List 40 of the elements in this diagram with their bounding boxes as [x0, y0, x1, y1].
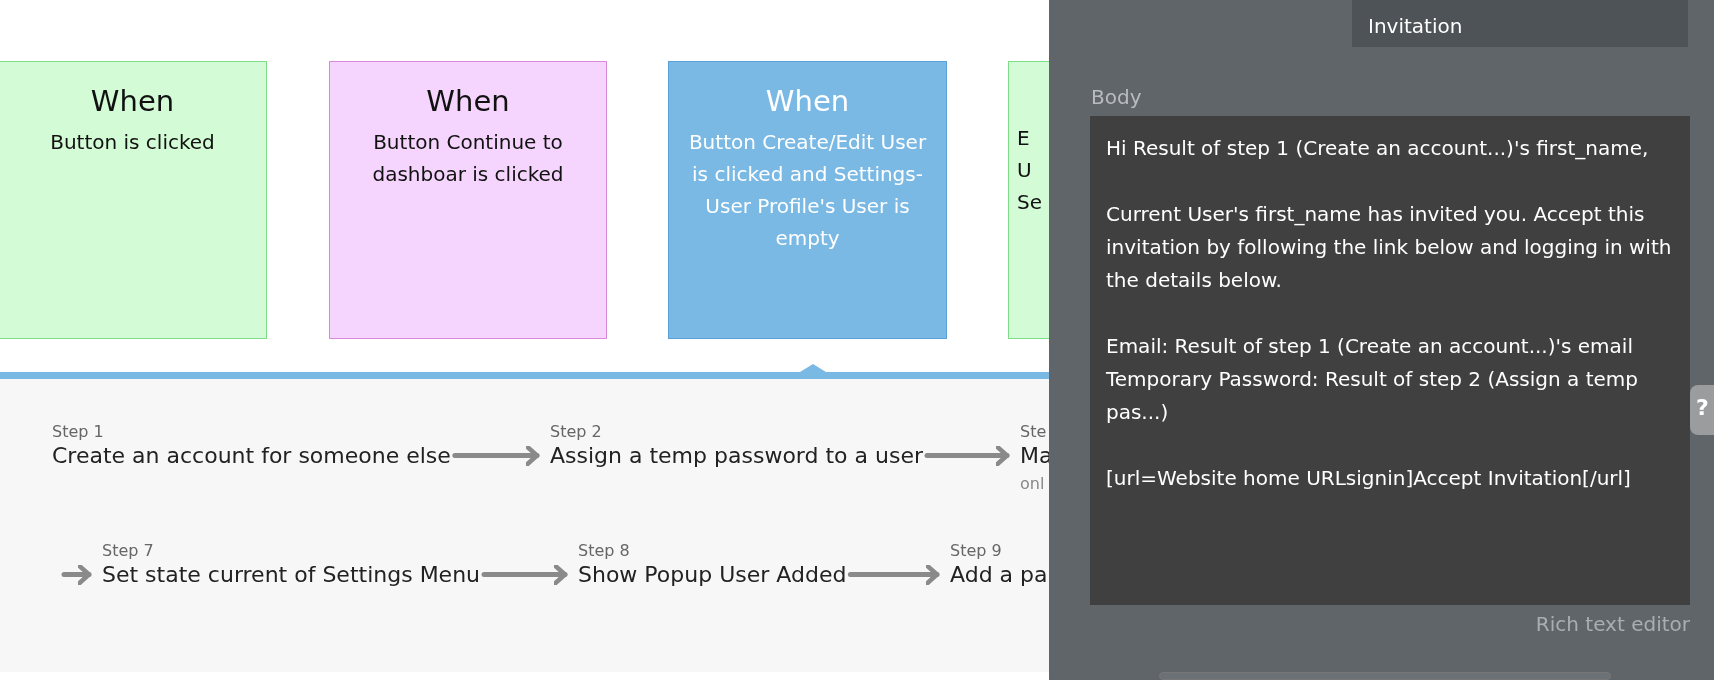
card-text: U — [1017, 157, 1033, 184]
body-paragraph: Current User's first_name has invited you. Accept this invitation by following the link below and logging in with the details below. — [1106, 201, 1673, 294]
step-title: Create an account for someone else — [52, 443, 452, 468]
arrow — [452, 444, 540, 467]
step-number: Step 9 — [950, 541, 1003, 560]
body-paragraph: [url=Website home URLsignin]Accept Invitation[/url] — [1106, 465, 1632, 492]
arrow — [924, 444, 1010, 467]
step-title: Set state current of Settings Menu — [102, 562, 482, 587]
step-title: Show Popup User Added — [578, 562, 848, 587]
card-text: Button Create/Edit User is clicked and Settings-User Profile's User is empty — [687, 129, 928, 252]
help-tab: ? — [1690, 385, 1714, 435]
step-number: Step 8 — [578, 541, 631, 560]
event-card — [668, 61, 947, 339]
body-paragraph: Temporary Password: Result of step 2 (Assign a temp pas...) — [1106, 366, 1639, 426]
card-text: Button Continue to dashboar is clicked — [371, 129, 565, 188]
selection-bar — [0, 364, 1049, 380]
card-heading: When — [89, 84, 176, 118]
event-card — [329, 61, 607, 339]
step-title: Add a pa — [950, 562, 1048, 587]
card-text: Se — [1017, 189, 1043, 216]
event-card — [1008, 61, 1049, 339]
editor-caption: Rich text editor — [1535, 612, 1690, 636]
step-note: onl — [1020, 474, 1046, 493]
event-card — [0, 61, 267, 339]
body-paragraph: Email: Result of step 1 (Create an account...)'s email — [1106, 333, 1634, 360]
card-heading: When — [764, 84, 851, 118]
step-number: Ste — [1020, 422, 1048, 441]
card-heading: E — [1017, 125, 1031, 152]
card-heading: When — [425, 84, 511, 118]
subject-field: Invitation — [1352, 0, 1688, 47]
step-number: Step 7 — [102, 541, 155, 560]
arrow — [61, 563, 92, 586]
field-label: Body — [1091, 85, 1142, 109]
card-text: Button is clicked — [49, 129, 216, 156]
arrow — [481, 563, 568, 586]
body-paragraph: Hi Result of step 1 (Create an account...)'s first_name, — [1106, 135, 1650, 162]
step-number: Step 1 — [52, 422, 105, 441]
arrow — [847, 563, 940, 586]
step-title: Assign a temp password to a user — [550, 443, 924, 468]
step-number: Step 2 — [550, 422, 603, 441]
